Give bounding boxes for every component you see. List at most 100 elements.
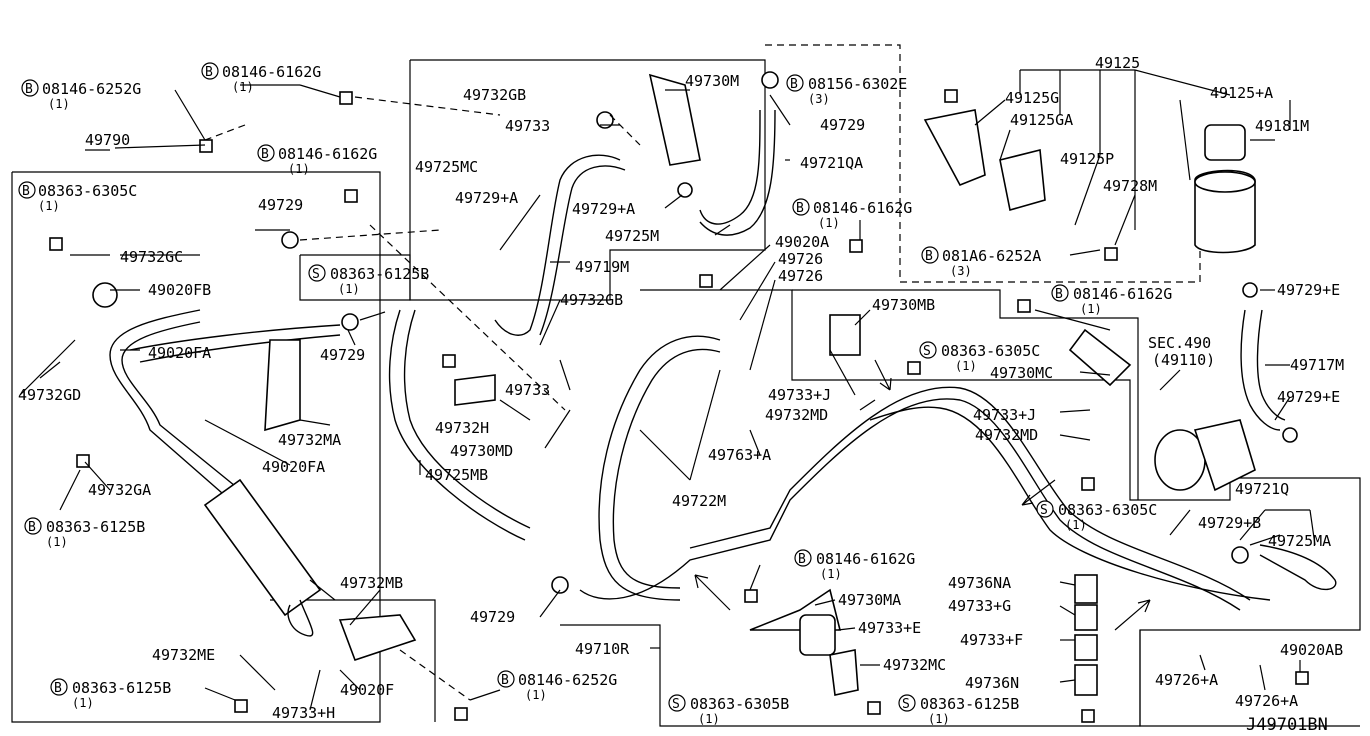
qty-08146-6252g-a: (1): [48, 97, 70, 111]
label-49020a: 49020A: [775, 233, 829, 251]
callout-08156-6302E: B 08156-6302E (3): [786, 74, 907, 106]
label-08363-6125b-a: 08363-6125B: [46, 518, 145, 536]
label-49732ga: 49732GA: [88, 481, 151, 499]
callout-08363-6305B: S 08363-6305B (1): [668, 694, 789, 726]
bolt-q: [1081, 709, 1095, 723]
callout-08146-6162G-b: B 08146-6162G (1): [257, 144, 377, 176]
label-49732h: 49732H: [435, 419, 489, 437]
clip-49736n: [1074, 664, 1098, 696]
prefix-symbol: B: [25, 82, 33, 97]
bolt-j: [944, 89, 958, 103]
arrow-d: [874, 359, 892, 391]
box-49730mb: [792, 289, 1139, 500]
label-49125ga: 49125GA: [1010, 111, 1073, 129]
bolt-m: [907, 361, 921, 375]
leader-lines: [19, 69, 1316, 711]
prefix-symbol: B: [22, 184, 30, 199]
components: [49, 71, 1309, 723]
qty-08363-6125b-b: (1): [338, 282, 360, 296]
label-08146-6252g-b: 08146-6252G: [518, 671, 617, 689]
label-49729a-a: 49729+A: [455, 189, 518, 207]
label-49732gb-b: 49732GB: [560, 291, 623, 309]
callout-08146-6162G-d: B 08146-6162G (1): [1051, 284, 1172, 316]
clip-49736na: [1074, 574, 1098, 604]
label-49020f: 49020F: [340, 681, 394, 699]
arrow-b: [1114, 599, 1151, 631]
label-49763a: 49763+A: [708, 446, 771, 464]
pipe-49725m-a: [699, 109, 761, 225]
callout-08363-6125B-b: S 08363-6125B (1): [308, 264, 429, 296]
part-labels: 49790 B 08363-6305C (1) B 08146-6252G (1…: [18, 54, 1344, 735]
label-49726a-b: 49726+A: [1235, 692, 1298, 710]
clamp-49729e-a: [1242, 282, 1258, 298]
arrow-a: [1021, 479, 1056, 506]
qty-08363-6305c-c: (1): [1065, 518, 1087, 532]
label-49732mc: 49732MC: [883, 656, 946, 674]
cooler-loop: [287, 599, 314, 637]
pipe-49710r-c: [869, 406, 1271, 601]
bolt-d: [49, 237, 63, 251]
pump-body: [1193, 419, 1256, 492]
reservoir-neck: [1194, 171, 1256, 193]
bracket-49730m: [648, 73, 701, 166]
callout-08363-6305C-b: S 08363-6305C (1): [919, 341, 1040, 373]
label-49729a-b: 49729+A: [572, 200, 635, 218]
label-49733j-b: 49733+J: [973, 406, 1036, 424]
pipe-49790-a: [109, 309, 231, 501]
clamp-49729-a: [281, 231, 299, 249]
label-49733f: 49733+F: [960, 631, 1023, 649]
callout-08363-6305C-a: B 08363-6305C (1): [18, 181, 137, 213]
label-49726-b: 49726: [778, 267, 823, 285]
callout-08363-6125B-c: S 08363-6125B (1): [898, 694, 1019, 726]
bracket-49125g: [923, 109, 986, 187]
pipe-49722m-a: [598, 335, 721, 601]
qty-08156-6302e: (3): [808, 92, 830, 106]
qty-08146-6162g-d: (1): [1080, 302, 1102, 316]
box-49710r: [560, 289, 1361, 727]
clamp-49729a: [677, 182, 693, 198]
bolt-b: [339, 91, 353, 105]
label-49020fa-b: 49020FA: [262, 458, 325, 476]
label-49125p: 49125P: [1060, 150, 1114, 168]
qty-08363-6125b-a: (1): [46, 535, 68, 549]
label-49181m: 49181M: [1255, 117, 1309, 135]
label-49726a-a: 49726+A: [1155, 671, 1218, 689]
label-49732md-a: 49732MD: [765, 406, 828, 424]
label-08363-6305c-a: 08363-6305C: [38, 182, 137, 200]
reservoir-cap: [1204, 124, 1246, 161]
label-49733e: 49733+E: [858, 619, 921, 637]
pipe-49717m-a: [1240, 309, 1281, 431]
prefix-symbol: S: [672, 697, 680, 712]
label-49729-b: 49729: [320, 346, 365, 364]
grommet-49733: [596, 111, 614, 129]
label-49736n: 49736N: [965, 674, 1019, 692]
bolt-c: [344, 189, 358, 203]
arrow-c: [694, 574, 731, 611]
reference-code: J49701BN: [1246, 715, 1328, 735]
label-49729-a: 49729: [258, 196, 303, 214]
label-49730m: 49730M: [685, 72, 739, 90]
clamp-49729-c: [761, 71, 779, 89]
label-49722m: 49722M: [672, 492, 726, 510]
clip-49733g: [1074, 604, 1098, 631]
prefix-symbol: B: [501, 673, 509, 688]
bolt-r: [1295, 671, 1309, 685]
label-49736na: 49736NA: [948, 574, 1011, 592]
label-49733h: 49733+H: [272, 704, 335, 722]
label-49729e-a: 49729+E: [1277, 281, 1340, 299]
pipe-49719m-a: [494, 154, 621, 336]
pipe-49725m-b: [699, 109, 776, 236]
pipe-49719m-b: [539, 165, 626, 336]
pipe-49790-c: [129, 324, 341, 351]
qty-08146-6162g-c: (1): [818, 216, 840, 230]
box-bottom-left: [270, 599, 436, 722]
label-08146-6162g-e: 08146-6162G: [816, 550, 915, 568]
bolt-f: [234, 699, 248, 713]
label-49020fb: 49020FB: [148, 281, 211, 299]
pipe-49710r-a: [579, 398, 1241, 611]
grommet-49020fb: [92, 282, 118, 308]
pipe-49725ma: [1259, 544, 1337, 591]
prefix-symbol: B: [261, 147, 269, 162]
bracket-49732mb: [338, 614, 417, 662]
